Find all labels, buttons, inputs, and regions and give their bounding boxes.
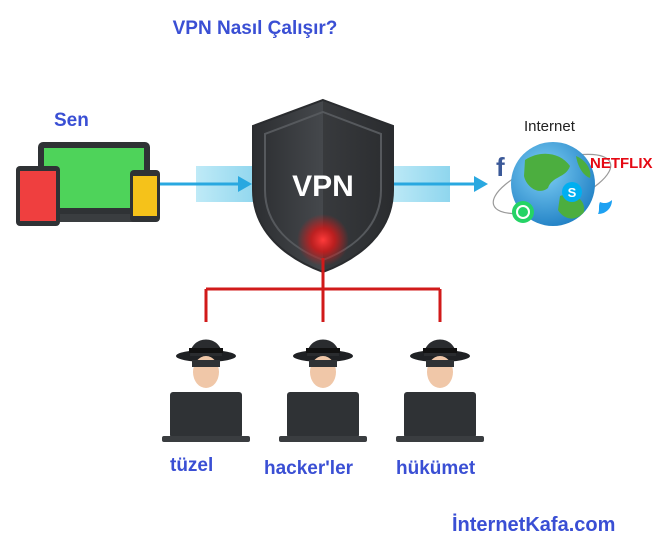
laptop-icon [30, 142, 158, 222]
threat-connector [204, 258, 442, 322]
threat-label-corporate: tüzel [170, 455, 214, 476]
shield-icon [252, 98, 394, 274]
brand-watermark: İnternetKafa.com [452, 514, 616, 536]
right-tunnel [388, 166, 488, 202]
vpn-label: VPN [292, 170, 354, 203]
svg-text:S: S [568, 185, 577, 200]
diagram-title: VPN Nasıl Çalışır? [172, 18, 338, 39]
svg-text:f: f [496, 152, 505, 182]
tablet-icon [16, 166, 60, 226]
hacker-icon [279, 339, 367, 442]
phone-icon [130, 170, 160, 222]
internet-label: Internet [524, 118, 575, 135]
twitter-icon [598, 200, 612, 214]
skype-icon: S [562, 182, 582, 202]
netflix-label: NETFLIX [590, 155, 653, 172]
hacker-icon [396, 339, 484, 442]
hacker-icon [162, 339, 250, 442]
threat-label-hackers: hacker'ler [264, 458, 354, 479]
whatsapp-icon [512, 201, 534, 223]
facebook-icon: f [496, 152, 505, 182]
threat-label-government: hükümet [396, 458, 476, 479]
left-tunnel [158, 166, 258, 202]
globe-icon [492, 142, 612, 226]
you-label: Sen [54, 110, 89, 131]
